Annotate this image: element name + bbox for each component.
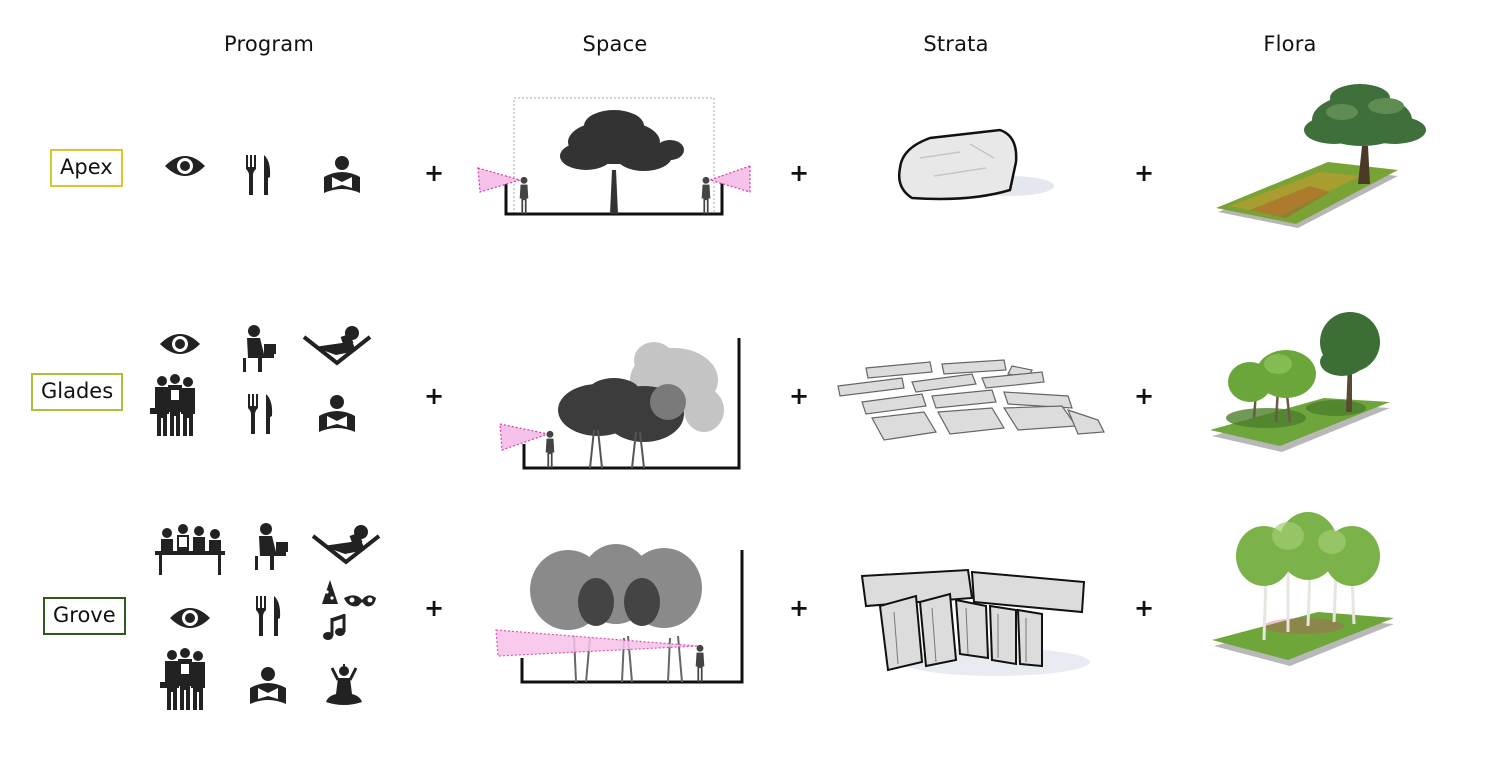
strata-boulder bbox=[898, 128, 1054, 201]
reader-icon bbox=[320, 155, 364, 195]
flora-apex-tree bbox=[1216, 84, 1426, 228]
reclining-reader-icon bbox=[309, 522, 383, 566]
space-section-glades bbox=[499, 338, 741, 470]
strata-vertical-slabs bbox=[860, 568, 1090, 676]
plus-sign: + bbox=[1134, 594, 1155, 622]
header-space: Space bbox=[582, 32, 648, 56]
eye-icon bbox=[168, 603, 212, 633]
party-music-icon bbox=[318, 578, 378, 642]
plus-sign: + bbox=[789, 594, 810, 622]
plus-sign: + bbox=[1134, 382, 1155, 410]
eye-icon bbox=[163, 151, 207, 181]
eye-icon bbox=[158, 329, 202, 359]
row-label-glades: Glades bbox=[31, 373, 124, 412]
row-label-grove: Grove bbox=[43, 597, 126, 636]
header-flora: Flora bbox=[1263, 32, 1317, 56]
header-strata: Strata bbox=[923, 32, 989, 56]
space-section-apex bbox=[477, 97, 751, 216]
flora-glades-trees bbox=[1210, 312, 1390, 452]
reader-icon bbox=[315, 394, 359, 434]
person-laptop-icon bbox=[240, 324, 280, 374]
strata-slabs bbox=[837, 359, 1105, 441]
row-label-apex: Apex bbox=[50, 149, 123, 188]
fork-knife-icon bbox=[242, 392, 276, 436]
meditation-icon bbox=[324, 664, 364, 708]
plus-sign: + bbox=[424, 594, 445, 622]
fork-knife-icon bbox=[240, 153, 274, 197]
fork-knife-icon bbox=[250, 594, 284, 638]
reclining-reader-icon bbox=[300, 323, 374, 367]
reader-icon bbox=[246, 666, 290, 706]
plus-sign: + bbox=[424, 159, 445, 187]
plus-sign: + bbox=[789, 382, 810, 410]
plus-sign: + bbox=[1134, 159, 1155, 187]
meeting-table-icon bbox=[153, 523, 227, 577]
group-people-icon bbox=[150, 374, 200, 438]
plus-sign: + bbox=[789, 159, 810, 187]
person-laptop-icon bbox=[252, 522, 292, 572]
space-section-grove bbox=[495, 544, 744, 684]
plus-sign: + bbox=[424, 382, 445, 410]
header-program: Program bbox=[223, 32, 314, 56]
group-people-icon bbox=[160, 648, 210, 712]
flora-grove-trees bbox=[1212, 512, 1394, 666]
